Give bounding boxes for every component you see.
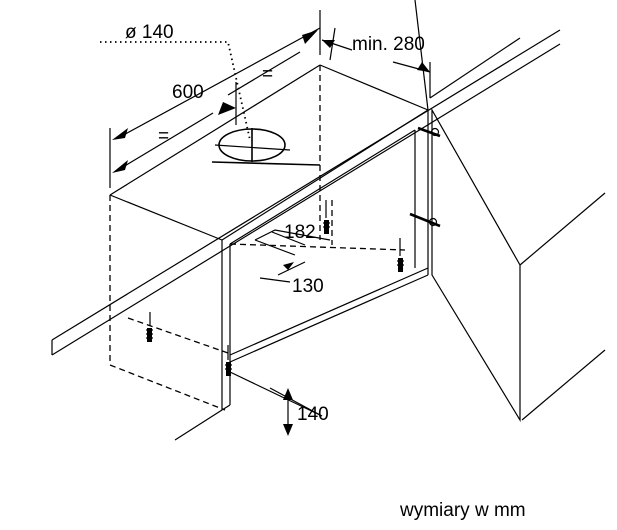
label-bottom-height: 140	[297, 404, 329, 425]
mounting-pins	[146, 200, 404, 376]
duct-opening	[211, 128, 321, 166]
pin-icon	[225, 345, 232, 376]
label-cutout-depth: 182	[284, 222, 316, 243]
cabinet-door	[431, 107, 606, 423]
height-dimension	[269, 387, 323, 436]
door-hinges	[409, 126, 441, 228]
pin-icon	[397, 238, 404, 272]
pin-icon	[146, 312, 153, 342]
cabinet-top-outline	[51, 0, 561, 356]
label-duct-diameter: ø 140	[125, 22, 174, 43]
width-dimension	[109, 10, 321, 188]
clearance-dimension	[321, 27, 431, 98]
label-cutout-offset: 130	[292, 276, 324, 297]
pin-icon	[323, 200, 330, 234]
hidden-cabinet-outline	[109, 65, 321, 411]
cutout-dimensions	[254, 229, 331, 283]
units-caption: wymiary w mm	[400, 500, 526, 521]
label-min-clearance: min. 280	[352, 34, 425, 55]
cabinet-body	[174, 109, 429, 441]
label-equal-right: =	[262, 64, 273, 85]
label-equal-left: =	[158, 126, 169, 147]
label-cabinet-width: 600	[172, 82, 204, 103]
